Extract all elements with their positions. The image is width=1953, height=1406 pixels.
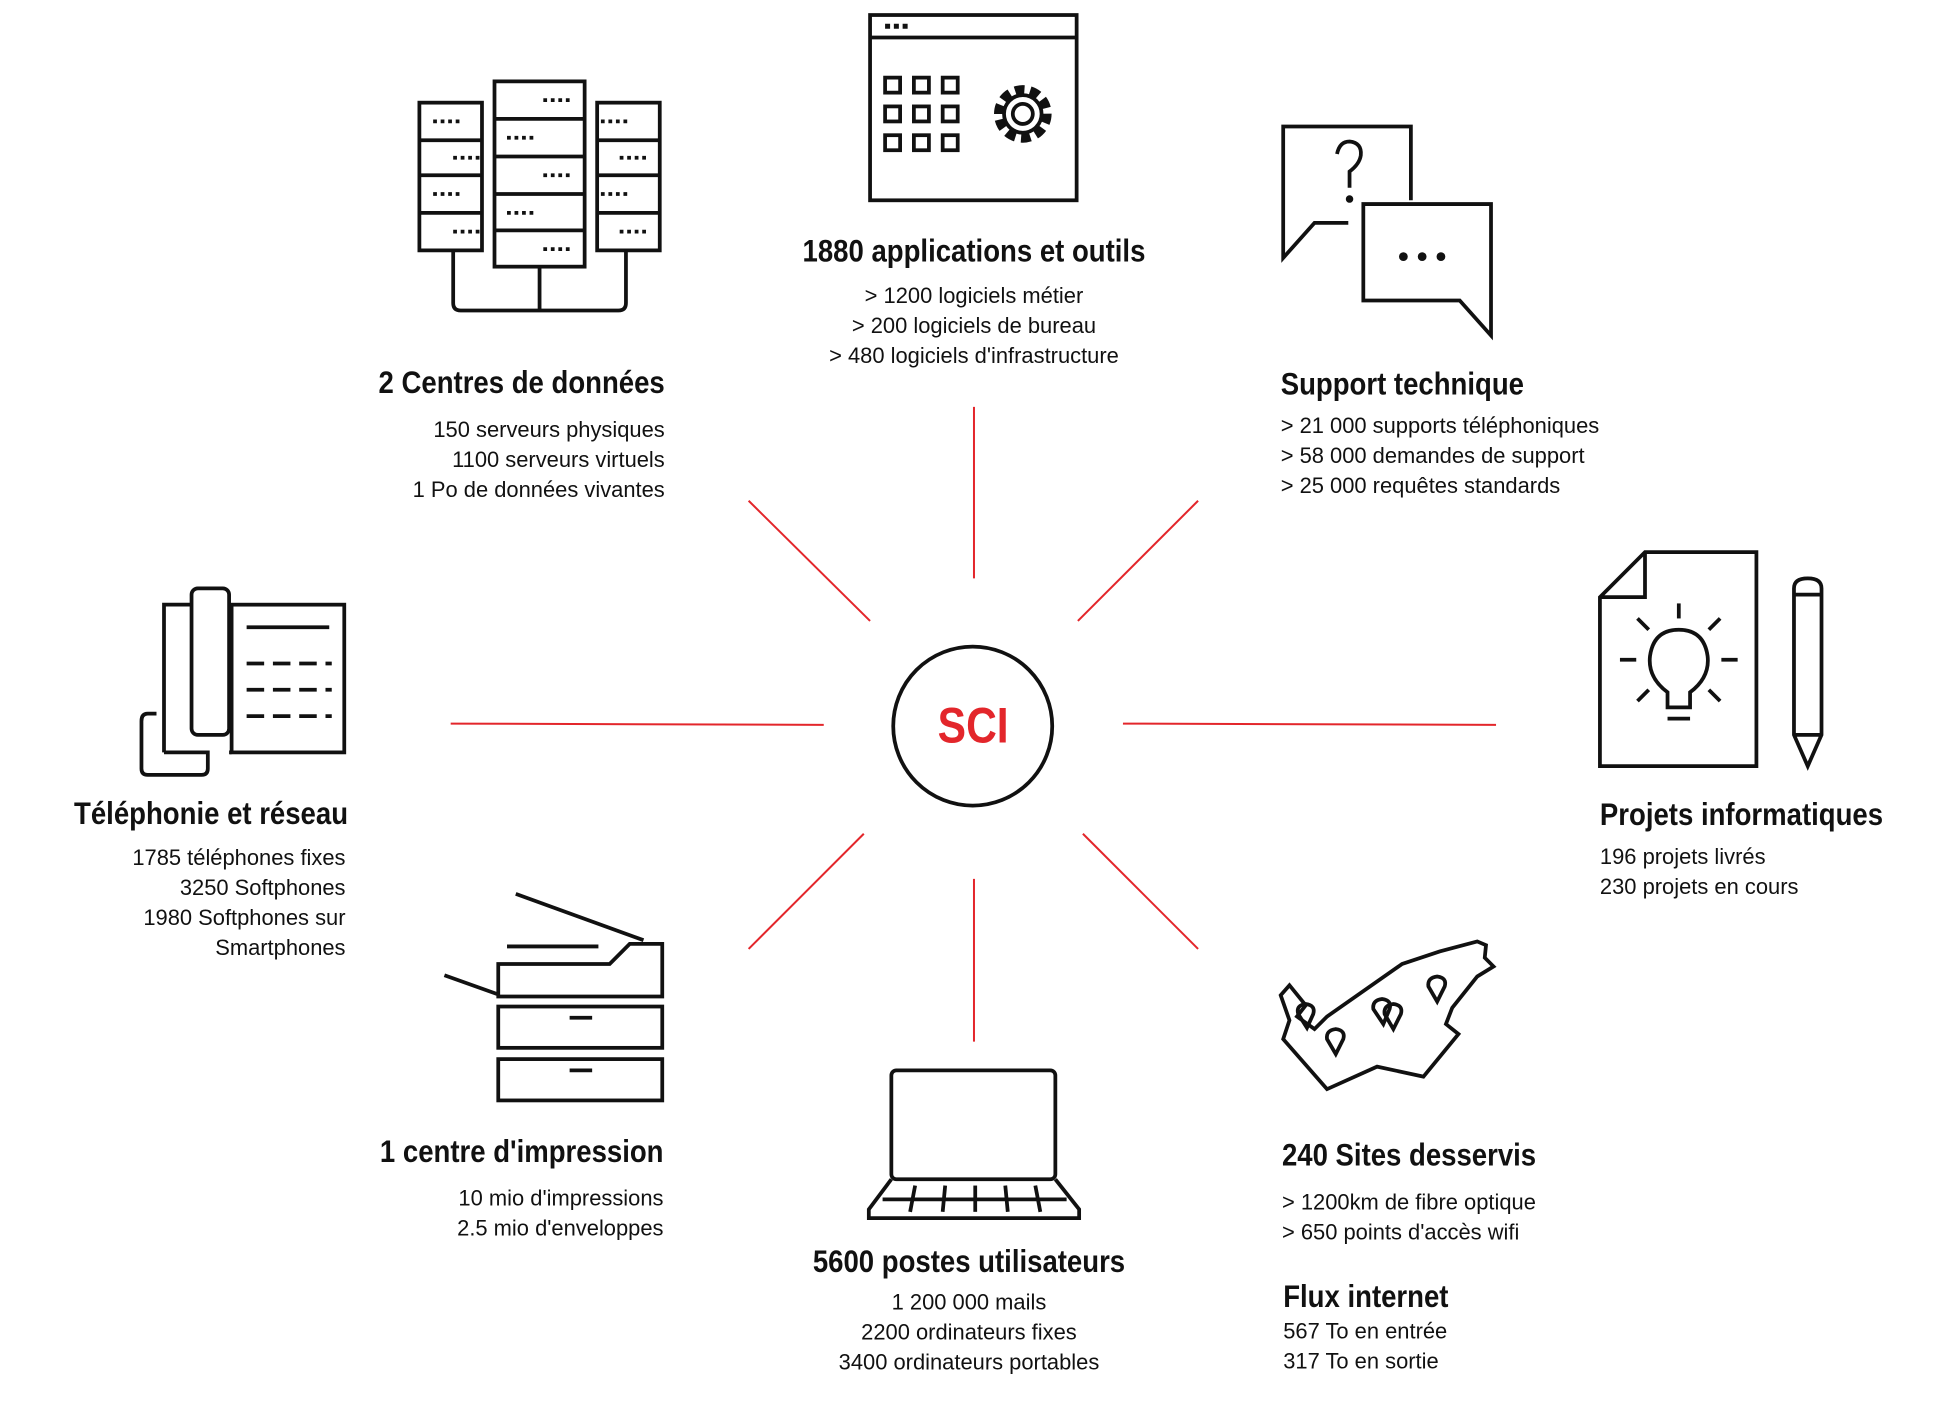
support-line: > 25 000 requêtes standards <box>1280 473 1561 499</box>
support-title: Support technique <box>1280 366 1524 402</box>
node-applications: 1880 applications et outils > 1200 logic… <box>724 233 1225 371</box>
connector-lines <box>450 406 1497 1042</box>
workstations-line: 2200 ordinateurs fixes <box>861 1319 1077 1345</box>
workstations-title: 5600 postes utilisateurs <box>812 1244 1126 1280</box>
projects-title: Projets informatiques <box>1599 797 1884 833</box>
app-window-gear-icon <box>868 13 1079 203</box>
laptop-icon <box>866 1068 1082 1220</box>
printer-icon <box>443 892 665 1103</box>
node-projects: Projets informatiques 196 projets livrés… <box>1600 796 1951 901</box>
sites-title: 240 Sites desservis <box>1281 1137 1537 1174</box>
connector-top-left <box>747 500 871 622</box>
node-sites: 240 Sites desservis > 1200km de fibre op… <box>1282 1137 1658 1247</box>
applications-line: > 1200 logiciels métier <box>864 282 1084 308</box>
telephony-line: Smartphones <box>215 935 346 961</box>
desk-phone-icon <box>139 586 347 777</box>
node-printing: 1 centre d'impression 10 mio d'impressio… <box>288 1133 664 1243</box>
sites-line: > 650 points d'accès wifi <box>1281 1219 1520 1245</box>
map-pins-icon <box>1278 939 1497 1092</box>
internet-line: 567 To en entrée <box>1283 1318 1448 1344</box>
node-support: Support technique > 21 000 supports télé… <box>1281 366 1682 501</box>
connector-bottom-right <box>1082 833 1199 950</box>
connector-top-right <box>1077 500 1199 622</box>
sites-line: > 1200km de fibre optique <box>1281 1189 1536 1215</box>
telephony-line: 1980 Softphones sur <box>143 905 346 931</box>
applications-line: > 480 logiciels d'infrastructure <box>829 343 1119 369</box>
printing-line: 10 mio d'impressions <box>458 1185 664 1211</box>
server-racks-icon <box>417 79 662 313</box>
workstations-line: 3400 ordinateurs portables <box>838 1349 1100 1375</box>
telephony-line: 1785 téléphones fixes <box>132 845 346 871</box>
printing-title: 1 centre d'impression <box>379 1134 664 1170</box>
connector-bottom-left <box>747 833 865 950</box>
connector-left <box>450 722 824 726</box>
node-datacenters: 2 Centres de données 150 serveurs physiq… <box>289 364 665 504</box>
node-telephony: Téléphonie et réseau 1785 téléphones fix… <box>20 795 349 963</box>
datacenters-line: 1100 serveurs virtuels <box>452 446 665 472</box>
datacenters-line: 150 serveurs physiques <box>433 416 665 442</box>
datacenters-line: 1 Po de données vivantes <box>412 476 665 503</box>
applications-title: 1880 applications et outils <box>802 234 1146 270</box>
projects-line: 230 projets en cours <box>1599 873 1799 899</box>
telephony-line: 3250 Softphones <box>179 875 346 901</box>
sci-center-badge: SCI <box>891 644 1055 808</box>
datacenters-title: 2 Centres de données <box>378 365 665 401</box>
applications-line: > 200 logiciels de bureau <box>851 312 1097 339</box>
node-workstations: 5600 postes utilisateurs 1 200 000 mails… <box>719 1243 1220 1377</box>
chat-bubbles-icon <box>1281 124 1493 341</box>
support-line: > 21 000 supports téléphoniques <box>1280 413 1600 439</box>
node-internet: Flux internet 567 To en entrée 317 To en… <box>1283 1278 1659 1376</box>
workstations-line: 1 200 000 mails <box>891 1289 1047 1315</box>
internet-line: 317 To en sortie <box>1283 1348 1439 1374</box>
idea-document-pencil-icon <box>1598 550 1824 771</box>
support-line: > 58 000 demandes de support <box>1280 443 1585 469</box>
printing-line: 2.5 mio d'enveloppes <box>457 1215 664 1241</box>
sci-label: SCI <box>937 697 1009 754</box>
internet-title: Flux internet <box>1283 1279 1449 1315</box>
connector-right <box>1122 722 1497 726</box>
projects-line: 196 projets livrés <box>1599 843 1766 869</box>
telephony-title: Téléphonie et réseau <box>74 796 349 832</box>
